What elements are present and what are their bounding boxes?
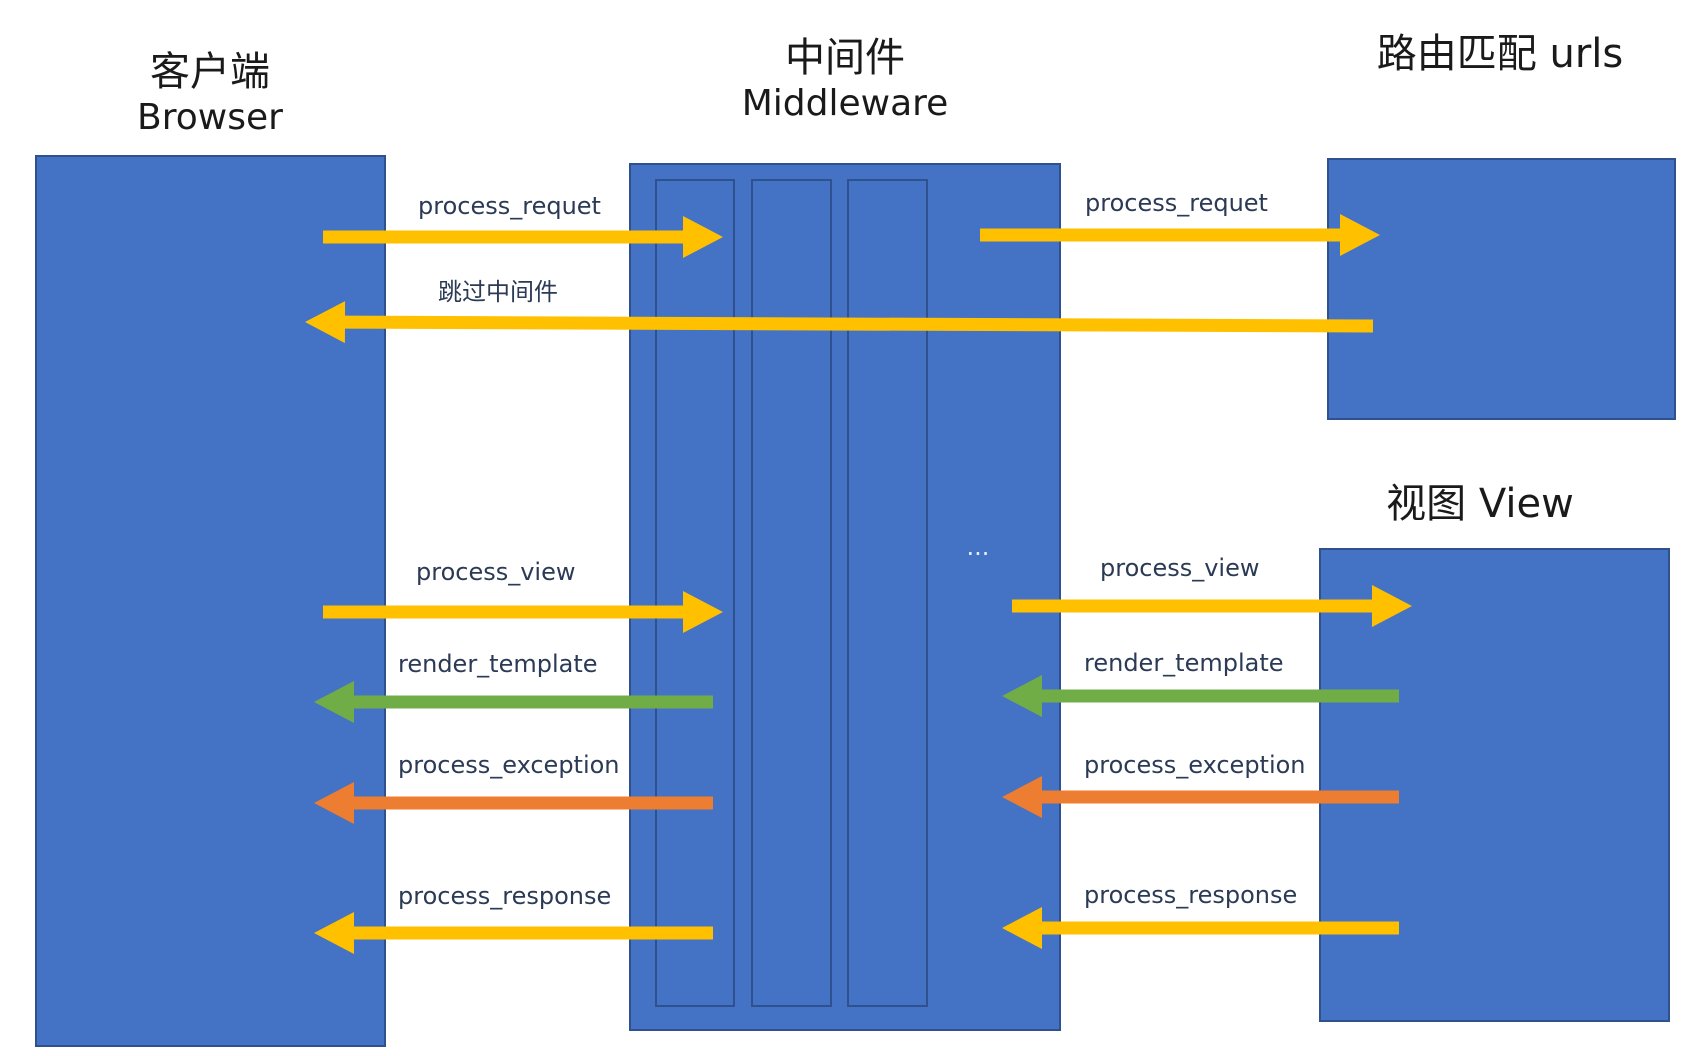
arrow-left-process-view xyxy=(323,591,723,633)
arrow-right-process-view-head xyxy=(1372,585,1412,627)
arrow-skip-middleware xyxy=(305,301,1374,344)
arrow-right-process-exception xyxy=(1002,776,1399,818)
label-left-process-response: process_response xyxy=(398,882,611,910)
arrow-right-process-response-head xyxy=(1002,907,1042,949)
urls-title: 路由匹配 urls xyxy=(1340,30,1660,78)
arrow-right-render-template-head xyxy=(1002,675,1042,717)
browser-title-en: Browser xyxy=(137,97,283,138)
middleware-title: 中间件 Middleware xyxy=(700,34,990,126)
label-skip-middleware: 跳过中间件 xyxy=(438,278,558,306)
arrow-left-process-exception xyxy=(314,782,713,824)
arrow-right-process-view xyxy=(1012,585,1412,627)
arrow-right-process-response xyxy=(1002,907,1399,949)
middleware-column-3 xyxy=(847,179,928,1007)
label-left-process-view: process_view xyxy=(416,558,576,586)
label-right-process-request: process_requet xyxy=(1085,189,1268,217)
middleware-title-cn: 中间件 xyxy=(785,35,905,81)
arrow-left-process-exception-head xyxy=(314,782,354,824)
arrow-left-render-template-head xyxy=(314,681,354,723)
label-left-process-request: process_requet xyxy=(418,192,601,220)
arrow-right-render-template xyxy=(1002,675,1399,717)
arrow-left-process-view-head xyxy=(683,591,723,633)
arrow-right-process-exception-head xyxy=(1002,776,1042,818)
label-left-render-template: render_template xyxy=(398,650,598,678)
label-left-process-exception: process_exception xyxy=(398,751,620,779)
arrow-left-process-response xyxy=(314,912,713,954)
arrow-left-render-template xyxy=(314,681,713,723)
arrow-skip-middleware-head xyxy=(305,301,346,344)
arrow-skip-middleware-shaft xyxy=(342,315,1374,333)
browser-title: 客户端 Browser xyxy=(100,48,320,140)
middleware-title-en: Middleware xyxy=(741,83,949,124)
label-right-render-template: render_template xyxy=(1084,649,1284,677)
arrow-left-process-request xyxy=(323,216,723,258)
middleware-ellipsis: ... xyxy=(967,533,990,561)
arrow-left-process-request-head xyxy=(683,216,723,258)
browser-title-cn: 客户端 xyxy=(150,49,270,95)
browser-box xyxy=(35,155,386,1047)
label-right-process-exception: process_exception xyxy=(1084,751,1306,779)
middleware-column-1 xyxy=(655,179,735,1007)
arrow-right-process-request xyxy=(980,214,1380,256)
view-title: 视图 View xyxy=(1320,480,1640,528)
middleware-column-2 xyxy=(751,179,832,1007)
urls-title-text: 路由匹配 urls xyxy=(1376,31,1624,77)
label-right-process-view: process_view xyxy=(1100,554,1260,582)
urls-box xyxy=(1327,158,1676,420)
view-box xyxy=(1319,548,1670,1022)
label-right-process-response: process_response xyxy=(1084,881,1297,909)
arrow-right-process-request-head xyxy=(1340,214,1380,256)
view-title-text: 视图 View xyxy=(1386,481,1574,527)
arrow-left-process-response-head xyxy=(314,912,354,954)
